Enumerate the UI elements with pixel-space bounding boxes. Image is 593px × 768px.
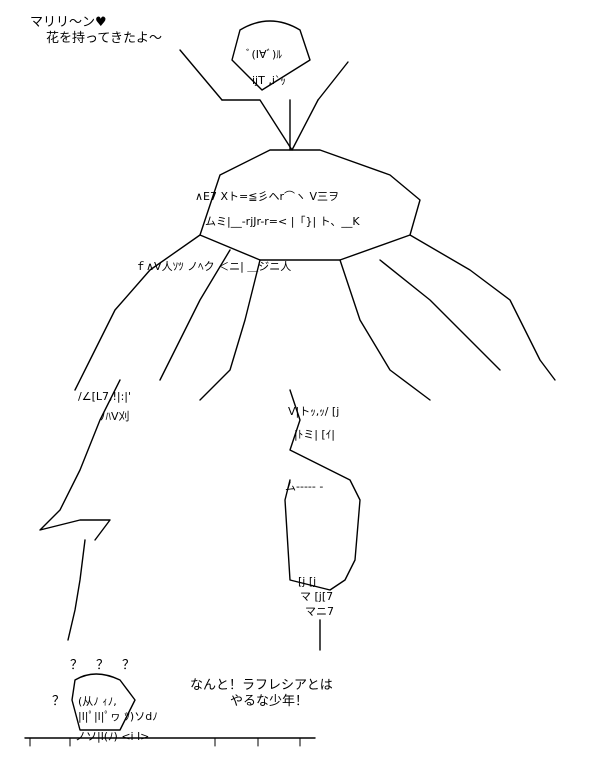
flower-petal-left xyxy=(74,234,201,391)
bottom-char-feet: ノソ|l(ﾉ) <i l> xyxy=(75,730,149,743)
bottom-char-face: (从ﾉ ｨﾉ, xyxy=(78,695,117,708)
speech-top-line2: 花を持ってきたよ〜 xyxy=(46,31,162,46)
left-limb xyxy=(39,379,121,541)
speech-bottom-line2: やるな少年！ xyxy=(230,694,309,709)
torso-belt: ム‐‐‐‐‐ ‐ xyxy=(285,480,323,493)
speech-pointer-right xyxy=(317,61,349,101)
flower-texture-3: ｆ∧V人ｿﾂ ノﾍク ＜ニ| ＿ジニ人 xyxy=(135,260,291,273)
small-face: ﾞ(I∀ﾞ)ﾙ xyxy=(246,48,282,61)
torso-texture-2: |ﾄミ| [ｲ| xyxy=(294,428,335,441)
left-limb-texture: /∠[L7,!|:|' xyxy=(78,390,131,403)
question-mark-2: ？ xyxy=(96,658,110,673)
left-leg xyxy=(67,539,86,641)
question-mark-3: ？ xyxy=(122,658,136,673)
small-hands: ijT ,i`ｯ xyxy=(252,74,286,87)
question-mark-4: ？ xyxy=(52,694,66,709)
speech-pointer-left xyxy=(179,49,223,101)
torso-texture: V|トｯ,ｯ/ [j xyxy=(288,405,339,418)
feet-3: マニ7 xyxy=(305,605,334,618)
speech-top-line1: マリリ〜ン♥ xyxy=(30,15,107,30)
flower-stem-cone xyxy=(221,99,319,151)
feet-1: [j [j xyxy=(298,575,316,588)
flower-petal-lower xyxy=(199,259,261,401)
feet-2: マ [j[7 xyxy=(300,590,333,603)
flower-petal-right-inner xyxy=(379,259,501,371)
bottom-char-body: |l|ﾟ|l|ﾟヮ ﾂ)ソdﾉ xyxy=(78,710,158,723)
flower-texture-1: ∧E7 Xト=≦彡ヘr⌒ヽ V三ヲ xyxy=(195,190,339,203)
small-head-outline xyxy=(231,20,311,91)
flower-petal-left-inner xyxy=(159,249,231,381)
flower-center xyxy=(199,149,421,261)
question-mark-1: ？ xyxy=(70,658,84,673)
left-limb-texture-2: ﾉﾊV刈 xyxy=(100,410,130,423)
flower-petal-lower-right xyxy=(339,259,431,401)
figure-torso xyxy=(284,389,361,591)
bottom-char-head xyxy=(71,673,136,731)
flower-texture-2: ムミ|__-rjJr-r=< |「}| ト、__K xyxy=(205,215,360,228)
flower-petal-right xyxy=(409,234,556,381)
speech-bottom-line1: なんと！ラフレシアとは xyxy=(190,678,333,693)
